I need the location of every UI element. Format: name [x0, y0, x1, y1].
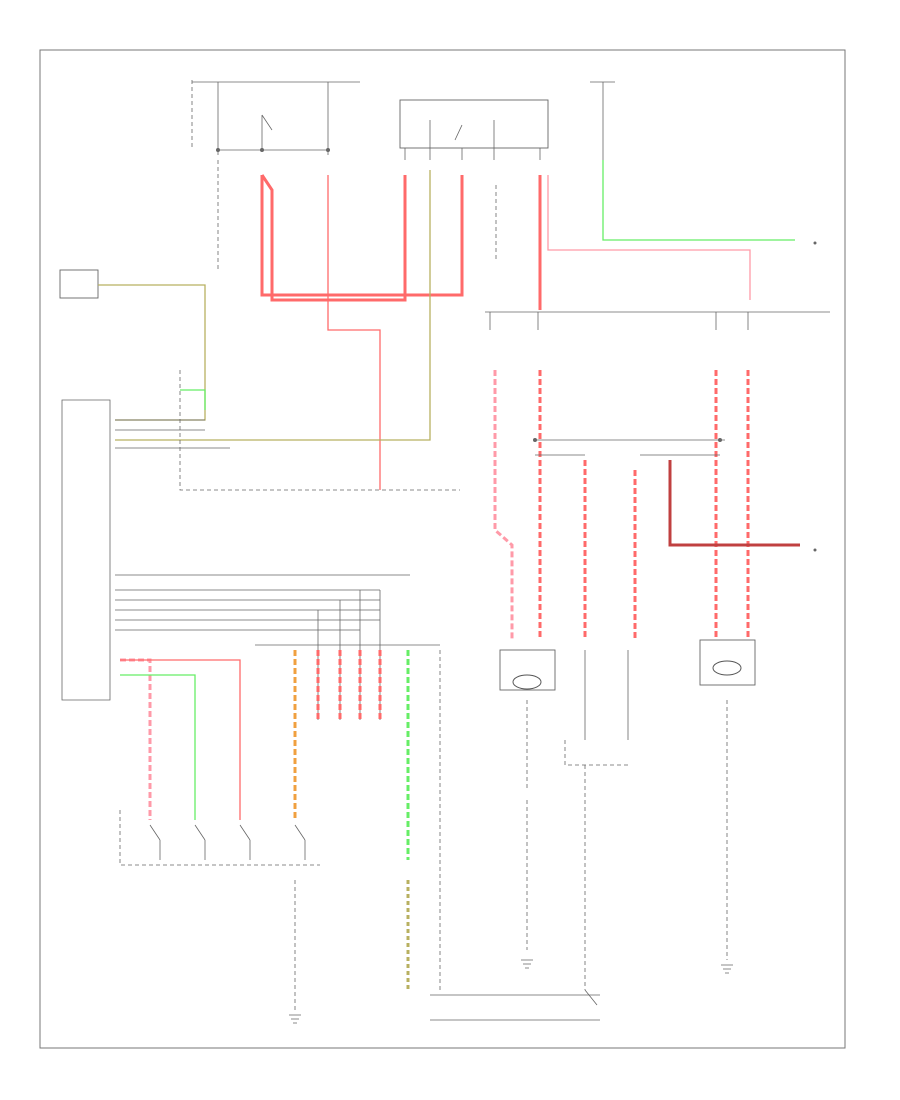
ground-symbol	[289, 1014, 301, 1024]
right-headlight	[699, 639, 756, 960]
top-fuse-block	[191, 80, 615, 160]
diagram-frame	[39, 49, 846, 1049]
left-control-module	[59, 269, 460, 720]
ground-symbol	[521, 959, 533, 969]
ground-symbol	[721, 964, 733, 974]
left-headlight	[499, 649, 556, 950]
main-relay-box	[399, 99, 549, 160]
combination-switch	[119, 810, 320, 1010]
